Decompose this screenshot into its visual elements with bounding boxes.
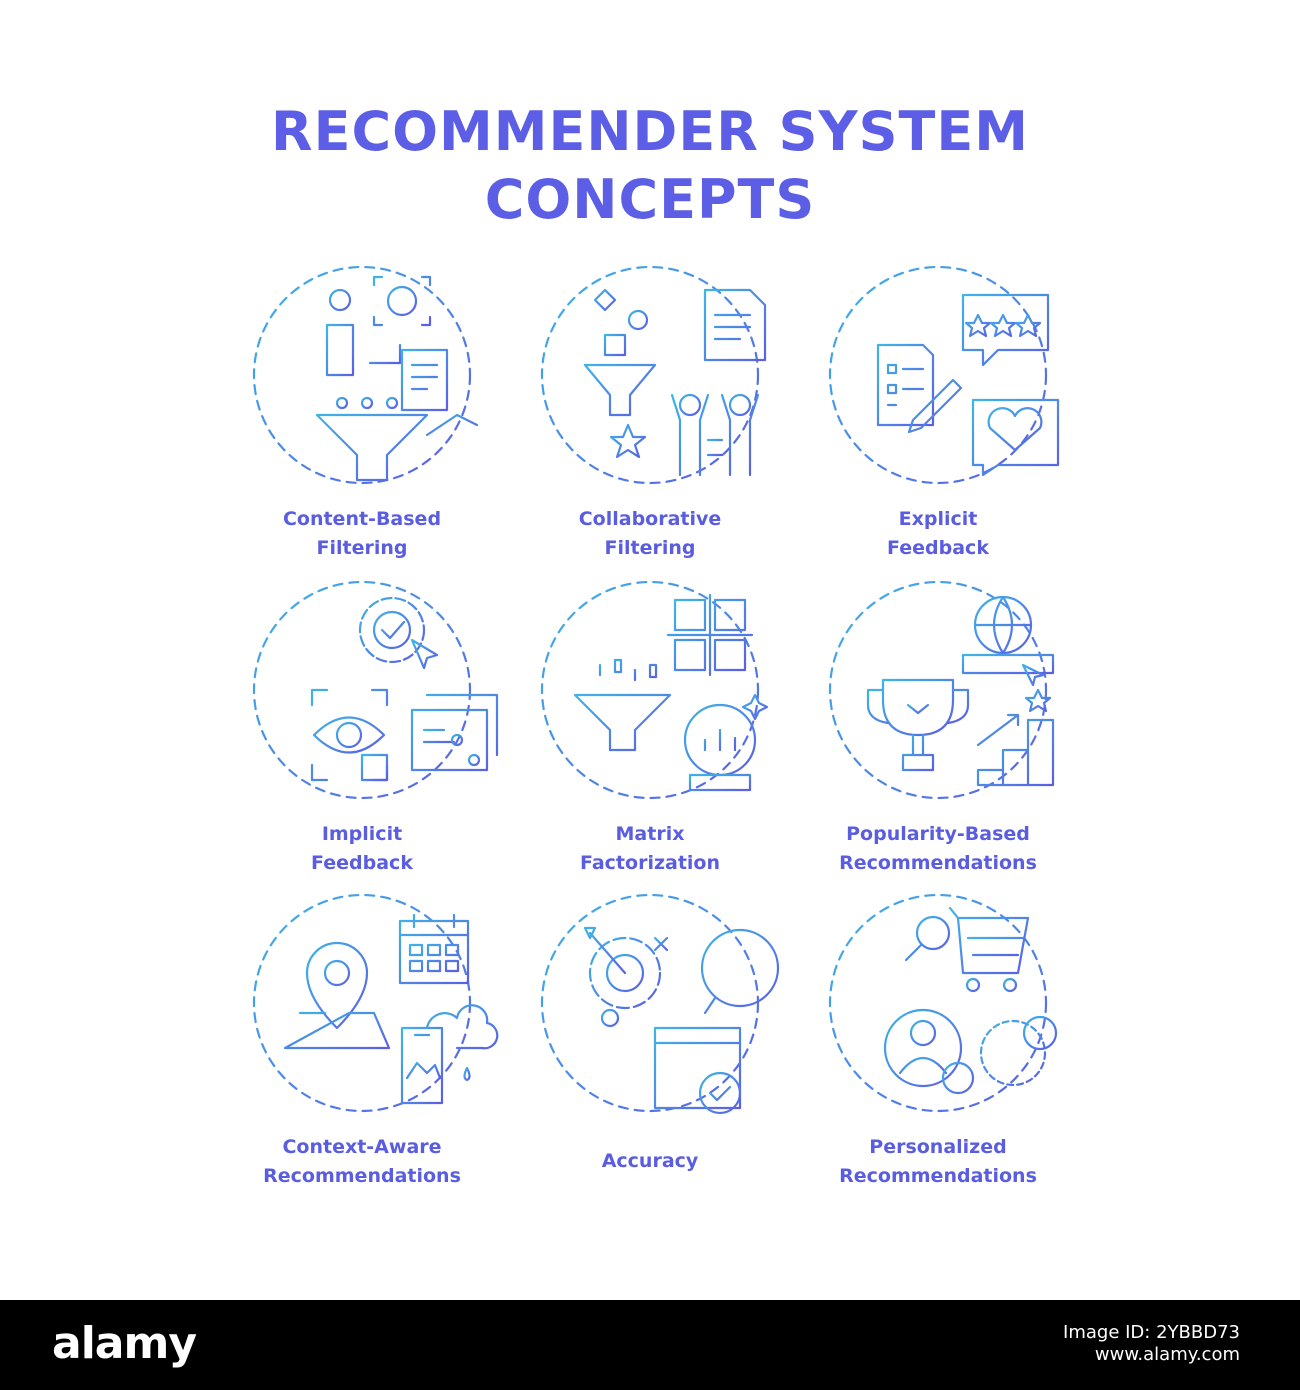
concept-label: Context-Aware Recommendations bbox=[192, 1133, 532, 1191]
image-id-text: Image ID: 2YBBD73 bbox=[1063, 1322, 1240, 1343]
label-line-2: Feedback bbox=[311, 852, 413, 874]
page-title: RECOMMENDER SYSTEM CONCEPTS bbox=[0, 98, 1300, 234]
concept-content-based-filtering: Content-Based Filtering bbox=[212, 265, 512, 575]
watermark-bar bbox=[0, 1300, 1300, 1390]
concept-context-aware: Context-Aware Recommendations bbox=[212, 893, 512, 1203]
implicit-feedback-icon bbox=[252, 580, 499, 800]
label-line-1: Content-Based bbox=[282, 508, 442, 530]
title-line-1: RECOMMENDER SYSTEM bbox=[271, 100, 1029, 163]
personalized-icon bbox=[828, 893, 1058, 1113]
concept-popularity-based: Popularity-Based Recommendations bbox=[788, 580, 1088, 890]
accuracy-icon bbox=[540, 893, 780, 1115]
brand-logo: alamy bbox=[52, 1318, 197, 1369]
matrix-factorization-icon bbox=[540, 580, 769, 800]
concept-label: Personalized Recommendations bbox=[768, 1133, 1108, 1191]
label-line-2: Filtering bbox=[316, 537, 408, 559]
stock-info: Image ID: 2YBBD73 www.alamy.com bbox=[1063, 1322, 1240, 1366]
concept-collaborative-filtering: Collaborative Filtering bbox=[500, 265, 800, 575]
context-aware-icon bbox=[252, 893, 499, 1113]
concept-label: Accuracy bbox=[480, 1147, 820, 1176]
label-line-2: Recommendations bbox=[839, 852, 1037, 874]
title-line-2: CONCEPTS bbox=[484, 168, 816, 231]
concept-label: Explicit Feedback bbox=[768, 505, 1108, 563]
collaborative-filtering-icon bbox=[540, 265, 767, 485]
label-line-1: Accuracy bbox=[601, 1150, 699, 1172]
label-line-1: Explicit bbox=[898, 508, 978, 530]
concept-explicit-feedback: Explicit Feedback bbox=[788, 265, 1088, 575]
label-line-1: Matrix bbox=[615, 823, 685, 845]
concept-label: Popularity-Based Recommendations bbox=[768, 820, 1108, 878]
concept-label: Implicit Feedback bbox=[192, 820, 532, 878]
label-line-1: Personalized bbox=[869, 1136, 1007, 1158]
concept-label: Content-Based Filtering bbox=[192, 505, 532, 563]
label-line-1: Popularity-Based bbox=[846, 823, 1030, 845]
label-line-2: Feedback bbox=[887, 537, 989, 559]
label-line-1: Context-Aware bbox=[282, 1136, 442, 1158]
label-line-2: Filtering bbox=[604, 537, 696, 559]
content-based-filtering-icon bbox=[252, 265, 479, 485]
concept-personalized: Personalized Recommendations bbox=[788, 893, 1088, 1203]
label-line-2: Factorization bbox=[579, 852, 721, 874]
concept-accuracy: Accuracy bbox=[500, 893, 800, 1203]
popularity-icon bbox=[828, 580, 1055, 800]
concept-implicit-feedback: Implicit Feedback bbox=[212, 580, 512, 890]
explicit-feedback-icon bbox=[828, 265, 1060, 485]
concept-matrix-factorization: Matrix Factorization bbox=[500, 580, 800, 890]
label-line-2: Recommendations bbox=[839, 1165, 1037, 1187]
label-line-2: Recommendations bbox=[263, 1165, 461, 1187]
label-line-1: Collaborative bbox=[578, 508, 722, 530]
concept-label: Matrix Factorization bbox=[480, 820, 820, 878]
site-url-text: www.alamy.com bbox=[1094, 1344, 1240, 1365]
label-line-1: Implicit bbox=[321, 823, 403, 845]
concept-label: Collaborative Filtering bbox=[480, 505, 820, 563]
